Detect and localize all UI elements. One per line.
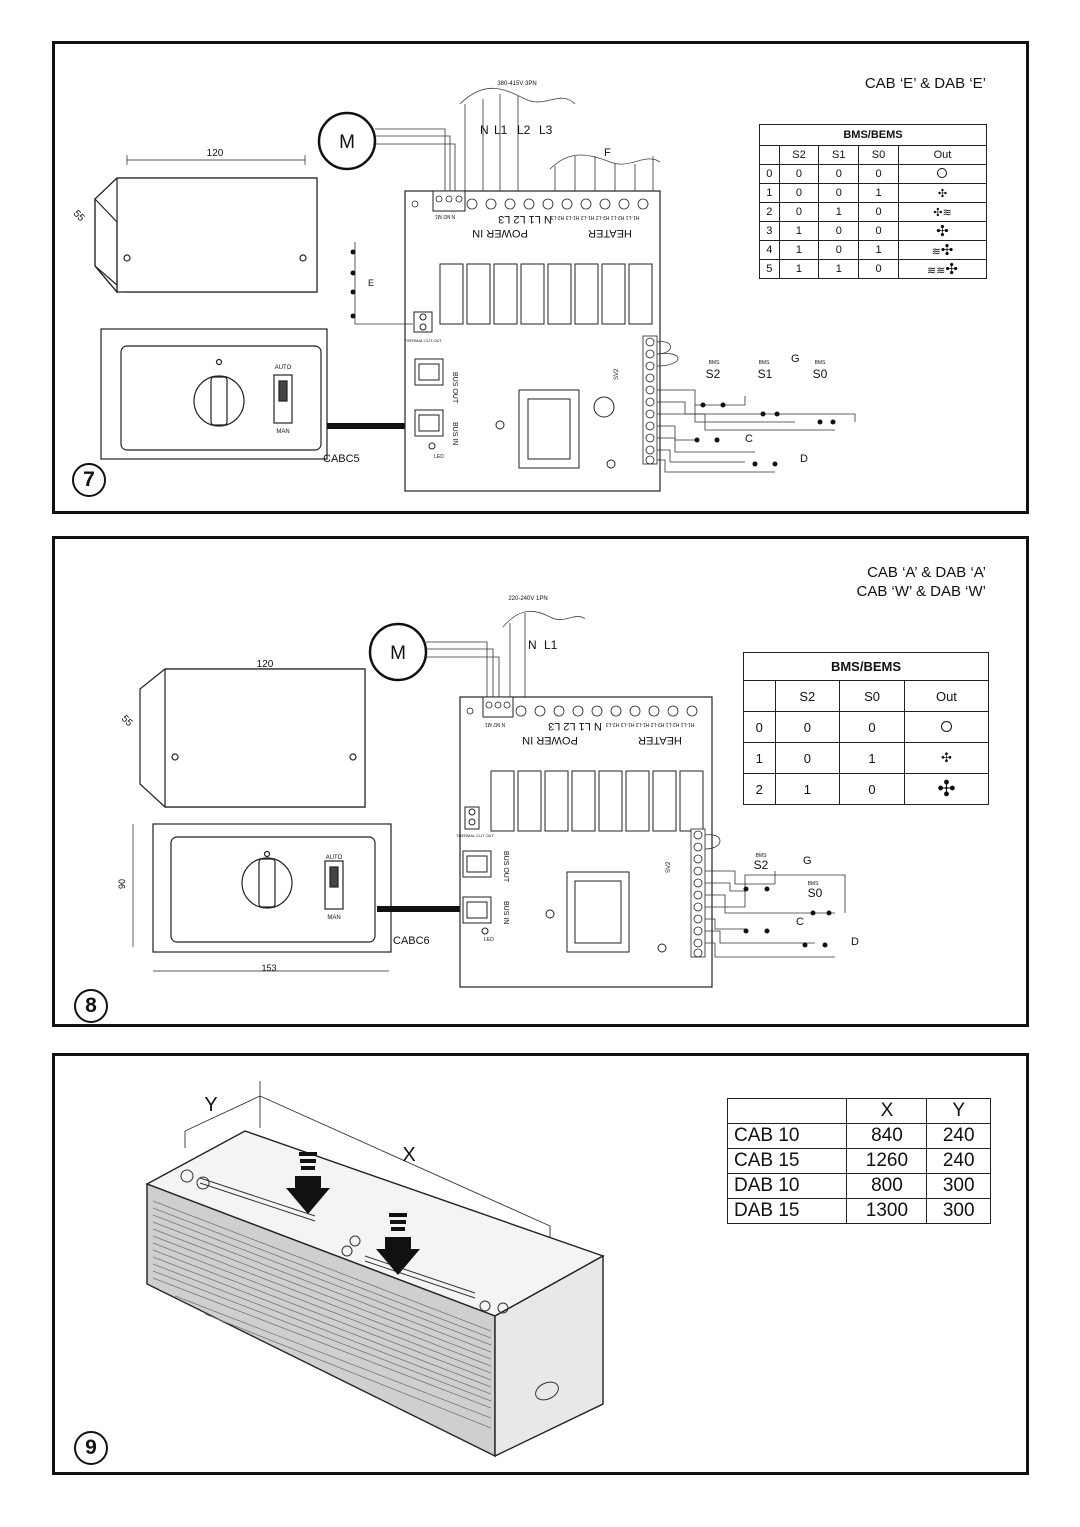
svg-text:THERMAL CUT OUT: THERMAL CUT OUT [404, 338, 442, 343]
fan-high-icon: ✣ [903, 773, 990, 805]
fan-high-icon: ✣ [897, 221, 988, 241]
svg-text:S0: S0 [808, 886, 823, 900]
svg-text:G: G [803, 855, 812, 867]
svg-text:C: C [796, 916, 804, 928]
svg-text:N M2 M1: N M2 M1 [435, 213, 456, 219]
svg-text:MAN: MAN [276, 429, 289, 435]
svg-text:POWER IN: POWER IN [472, 227, 528, 239]
fan-high-heat-icon: ≋✣ [897, 240, 988, 260]
svg-text:M: M [390, 643, 406, 664]
svg-text:SV2: SV2 [666, 861, 672, 873]
svg-text:120: 120 [257, 659, 274, 670]
fan-low-heat-icon: ✣≋ [897, 202, 988, 222]
figure-9-number: 9 [74, 1431, 108, 1465]
svg-text:90: 90 [117, 879, 127, 889]
svg-text:MAN: MAN [327, 915, 340, 921]
figure-8-number: 8 [74, 989, 108, 1023]
figure-7-wiring-diagram: 120 55 AUTO MAN CABC5 M 380-415V 3PN [71, 81, 856, 492]
off-icon [940, 720, 952, 732]
svg-text:S1: S1 [758, 367, 773, 381]
svg-text:55: 55 [119, 713, 135, 729]
svg-text:N: N [528, 638, 537, 652]
svg-text:BMS: BMS [808, 881, 820, 887]
svg-text:CABC6: CABC6 [393, 935, 430, 947]
svg-text:N L1 L2 L3: N L1 L2 L3 [548, 720, 602, 732]
svg-text:BUS OUT: BUS OUT [502, 851, 509, 883]
svg-text:BUS IN: BUS IN [451, 422, 458, 445]
controller-label: CABC5 [323, 453, 360, 465]
svg-text:S2: S2 [706, 367, 721, 381]
fan-low-icon: ✣ [903, 742, 990, 774]
svg-text:BMS: BMS [815, 360, 827, 366]
svg-text:SV2: SV2 [614, 368, 620, 380]
figure-7-title: CAB ‘E’ & DAB ‘E’ [864, 75, 986, 92]
svg-text:S0: S0 [813, 367, 828, 381]
svg-text:M: M [339, 132, 355, 153]
fan-low-icon: ✣ [897, 183, 988, 203]
figure-8-title: CAB ‘A’ & DAB ‘A’ CAB ‘W’ & DAB ‘W’ [856, 564, 986, 600]
svg-text:S2: S2 [754, 858, 769, 872]
svg-text:L3: L3 [539, 123, 553, 137]
figure-7-number: 7 [72, 463, 106, 497]
svg-text:BUS OUT: BUS OUT [451, 372, 458, 404]
figure-9-panel: Y X [52, 1053, 1029, 1475]
svg-text:D: D [851, 936, 859, 948]
svg-text:Y: Y [204, 1094, 217, 1116]
svg-text:N L1 L2 L3: N L1 L2 L3 [498, 213, 552, 225]
svg-text:H1-L1 H2-L1 H2-L2 H1-L2 H1-L3: H1-L1 H2-L1 H2-L2 H1-L2 H1-L3 H2-L3 [605, 721, 694, 727]
svg-text:L1: L1 [494, 123, 508, 137]
svg-text:LED: LED [434, 454, 444, 460]
svg-text:X: X [402, 1144, 415, 1166]
svg-text:HEATER: HEATER [638, 734, 682, 746]
air-curtain-unit-drawing: Y X [145, 1081, 605, 1458]
svg-text:220-240V 1PN: 220-240V 1PN [508, 596, 547, 602]
svg-text:F: F [604, 147, 611, 159]
svg-text:HEATER: HEATER [588, 227, 632, 239]
svg-text:H1-L1 H2-L1 H2-L2 H1-L2 H1-L3: H1-L1 H2-L1 H2-L2 H1-L2 H1-L3 H2-L3 [550, 214, 639, 220]
svg-text:N: N [480, 123, 489, 137]
fan-high-heat2-icon: ≋≋✣ [897, 259, 988, 279]
svg-text:BUS IN: BUS IN [502, 901, 509, 924]
svg-text:D: D [800, 453, 808, 465]
svg-text:L2: L2 [517, 123, 531, 137]
figure-8-panel: CAB ‘A’ & DAB ‘A’ CAB ‘W’ & DAB ‘W’ 120 … [52, 536, 1029, 1027]
figure-8-wiring-diagram: 120 55 AUTO MAN 90 153 CABC6 M 220-240V … [117, 596, 859, 988]
svg-text:LED: LED [484, 937, 494, 943]
svg-text:AUTO: AUTO [326, 855, 343, 861]
off-icon [937, 167, 948, 178]
svg-text:AUTO: AUTO [275, 365, 292, 371]
svg-text:THERMAL CUT OUT: THERMAL CUT OUT [456, 833, 494, 838]
svg-text:BMS: BMS [709, 360, 721, 366]
svg-text:E: E [368, 278, 374, 288]
svg-text:BMS: BMS [756, 853, 768, 859]
svg-text:L1: L1 [544, 638, 558, 652]
svg-text:380-415V 3PN: 380-415V 3PN [497, 81, 536, 87]
figure-7-panel: CAB ‘E’ & DAB ‘E’ 120 55 AUTO MAN [52, 41, 1029, 514]
svg-text:BMS: BMS [759, 360, 771, 366]
box-width-dim: 120 [207, 148, 224, 159]
svg-text:G: G [791, 353, 800, 365]
svg-text:153: 153 [261, 963, 276, 973]
svg-text:N M2 M1: N M2 M1 [485, 721, 506, 727]
box-depth-dim: 55 [71, 208, 87, 224]
svg-text:C: C [745, 433, 753, 445]
svg-text:POWER IN: POWER IN [522, 734, 578, 746]
